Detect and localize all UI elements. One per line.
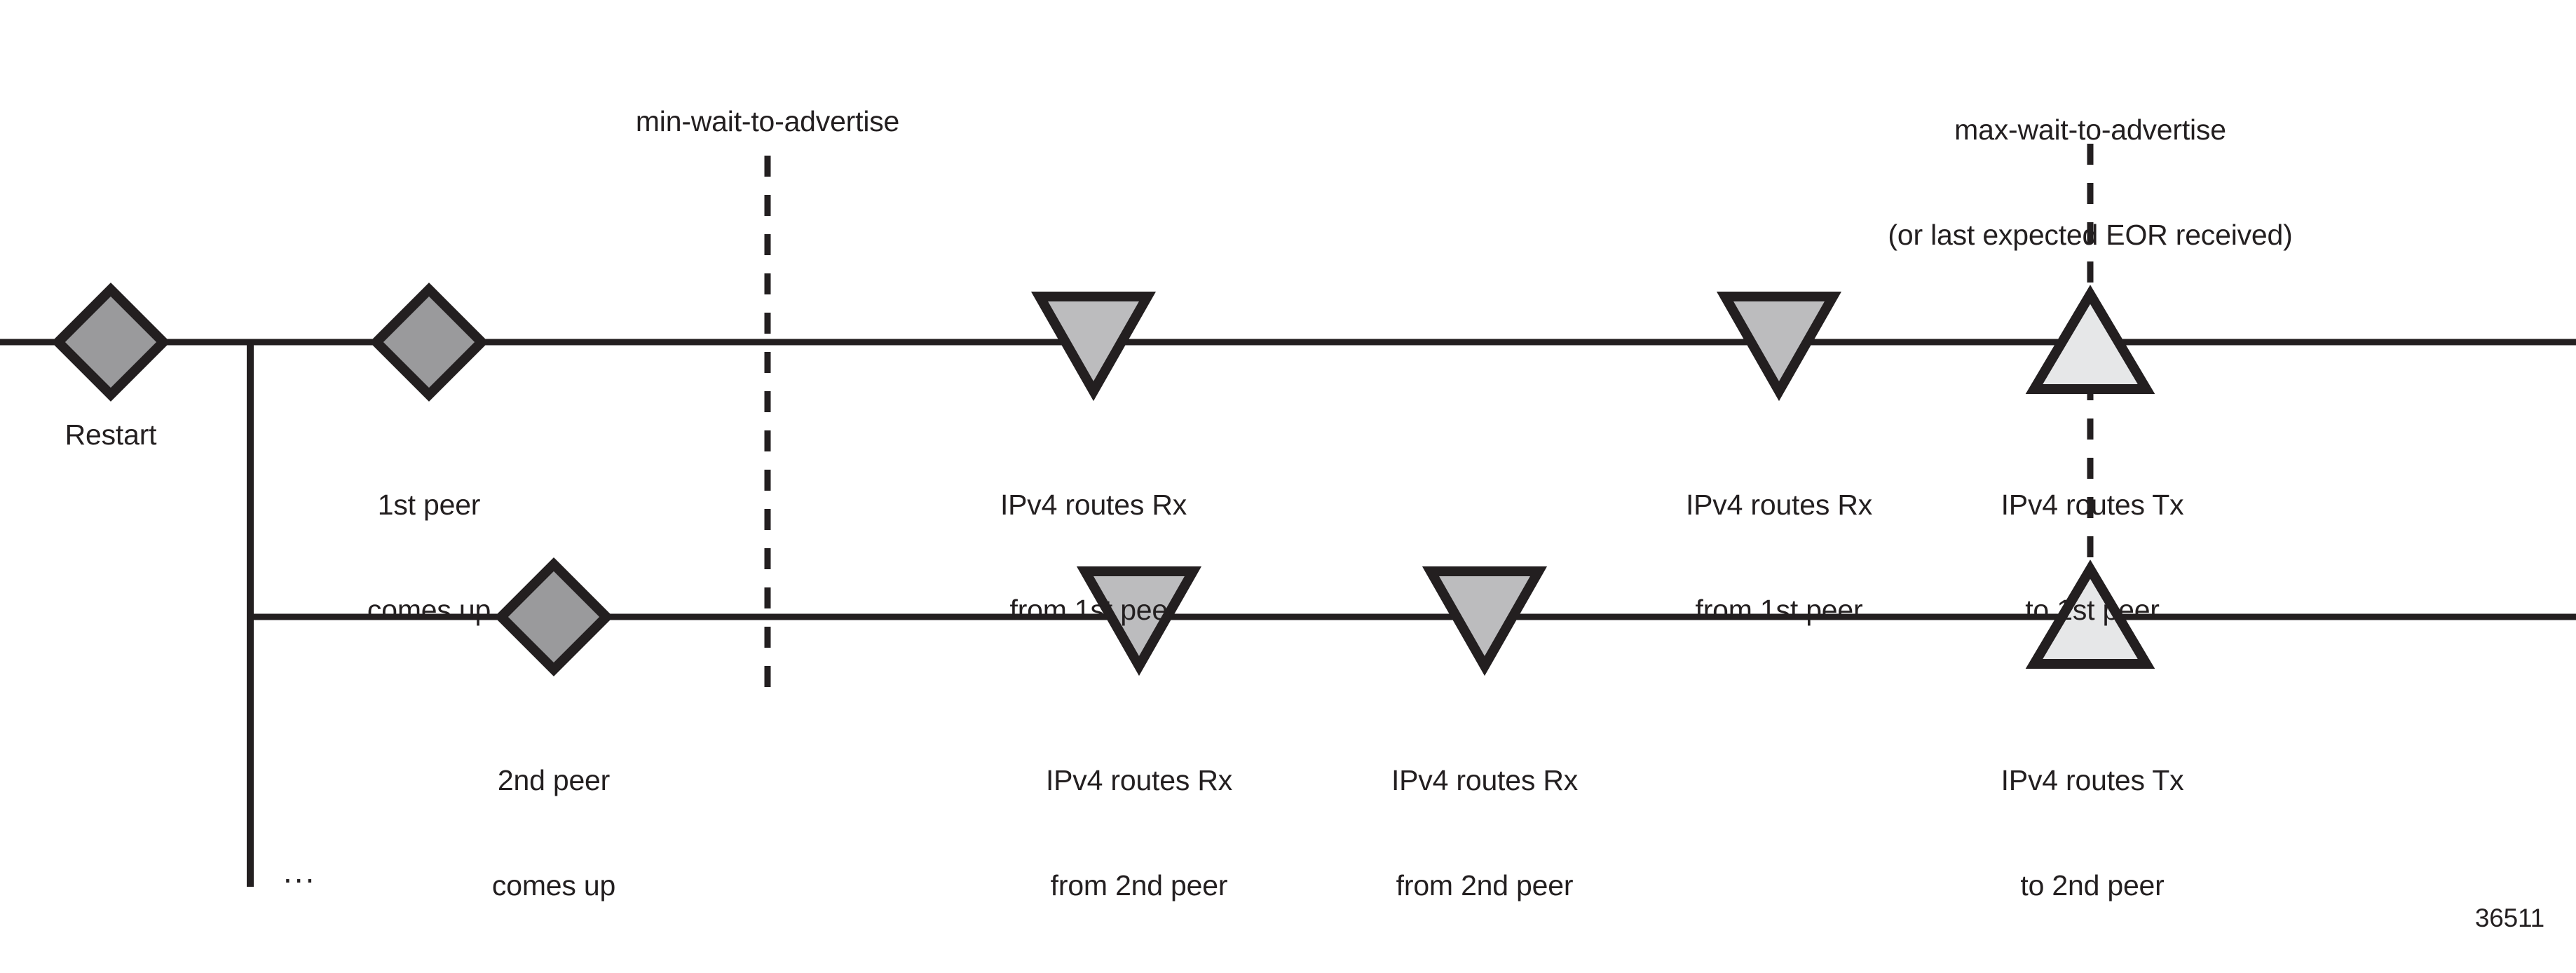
ipv4-rx-from-2nd-peer-label-1: IPv4 routes Rx from 2nd peer <box>1046 693 1232 973</box>
min-wait-to-advertise-label: min-wait-to-advertise <box>635 105 900 137</box>
second-peer-up-label-line1: 2nd peer <box>497 764 611 796</box>
ipv4-rx-from-2nd-peer-label-1-line2: from 2nd peer <box>1050 869 1228 901</box>
ipv4-rx-from-1st-peer-label-1-line2: from 1st peer <box>1009 594 1178 626</box>
ipv4-rx-from-1st-peer-label-1: IPv4 routes Rx from 1st peer <box>1000 417 1187 698</box>
first-peer-up-label-line1: 1st peer <box>377 489 481 521</box>
ipv4-tx-to-1st-peer-triangle <box>2025 285 2155 394</box>
ipv4-rx-from-1st-peer-label-2: IPv4 routes Rx from 1st peer <box>1686 417 1872 698</box>
figure-number: 36511 <box>2474 904 2544 932</box>
max-wait-to-advertise-label: max-wait-to-advertise (or last expected … <box>1888 42 2292 322</box>
restart-diamond-marker <box>51 283 170 402</box>
ipv4-rx-from-1st-peer-label-2-line2: from 1st peer <box>1695 594 1863 626</box>
ipv4-rx-from-1st-peer-triangle-2 <box>1716 292 1842 402</box>
ipv4-tx-to-1st-peer-label-line2: to 1st peer <box>2025 594 2160 626</box>
ipv4-tx-to-2nd-peer-label-line1: IPv4 routes Tx <box>2001 764 2184 796</box>
ipv4-rx-from-1st-peer-label-1-line1: IPv4 routes Rx <box>1000 489 1187 521</box>
ipv4-rx-from-2nd-peer-triangle-2 <box>1422 566 1548 676</box>
ipv4-rx-from-2nd-peer-label-2-line1: IPv4 routes Rx <box>1391 764 1579 796</box>
ipv4-tx-to-2nd-peer-label: IPv4 routes Tx to 2nd peer <box>2001 693 2184 973</box>
ipv4-tx-to-2nd-peer-label-line2: to 2nd peer <box>2020 869 2165 901</box>
restart-label: Restart <box>64 419 157 451</box>
first-peer-up-label: 1st peer comes up <box>367 417 491 698</box>
second-peer-up-diamond-marker <box>494 557 613 676</box>
first-peer-up-label-line2: comes up <box>367 594 491 626</box>
ipv4-rx-from-2nd-peer-label-2-line2: from 2nd peer <box>1396 869 1574 901</box>
ipv4-rx-from-1st-peer-triangle-1 <box>1030 292 1157 402</box>
max-wait-to-advertise-label-line1: max-wait-to-advertise <box>1954 114 2226 146</box>
ipv4-rx-from-2nd-peer-triangle-1 <box>1076 566 1202 676</box>
bgp-graceful-restart-timing-diagram: min-wait-to-advertise max-wait-to-advert… <box>0 42 2576 932</box>
ipv4-rx-from-1st-peer-label-2-line1: IPv4 routes Rx <box>1685 489 1873 521</box>
ipv4-tx-to-1st-peer-label-line1: IPv4 routes Tx <box>2001 489 2184 521</box>
second-peer-up-label: 2nd peer comes up <box>492 693 615 973</box>
diagram-canvas <box>0 144 2576 887</box>
ipv4-rx-from-2nd-peer-label-1-line1: IPv4 routes Rx <box>1045 764 1233 796</box>
max-wait-to-advertise-label-line2: (or last expected EOR received) <box>1888 219 2293 251</box>
ipv4-tx-to-2nd-peer-triangle <box>2025 559 2155 669</box>
ipv4-rx-from-2nd-peer-label-2: IPv4 routes Rx from 2nd peer <box>1391 693 1578 973</box>
ipv4-tx-to-1st-peer-label: IPv4 routes Tx to 1st peer <box>2001 417 2184 698</box>
first-peer-up-diamond-marker <box>369 283 489 402</box>
continuation-ellipsis: ... <box>283 853 317 890</box>
second-peer-up-label-line2: comes up <box>491 869 616 901</box>
